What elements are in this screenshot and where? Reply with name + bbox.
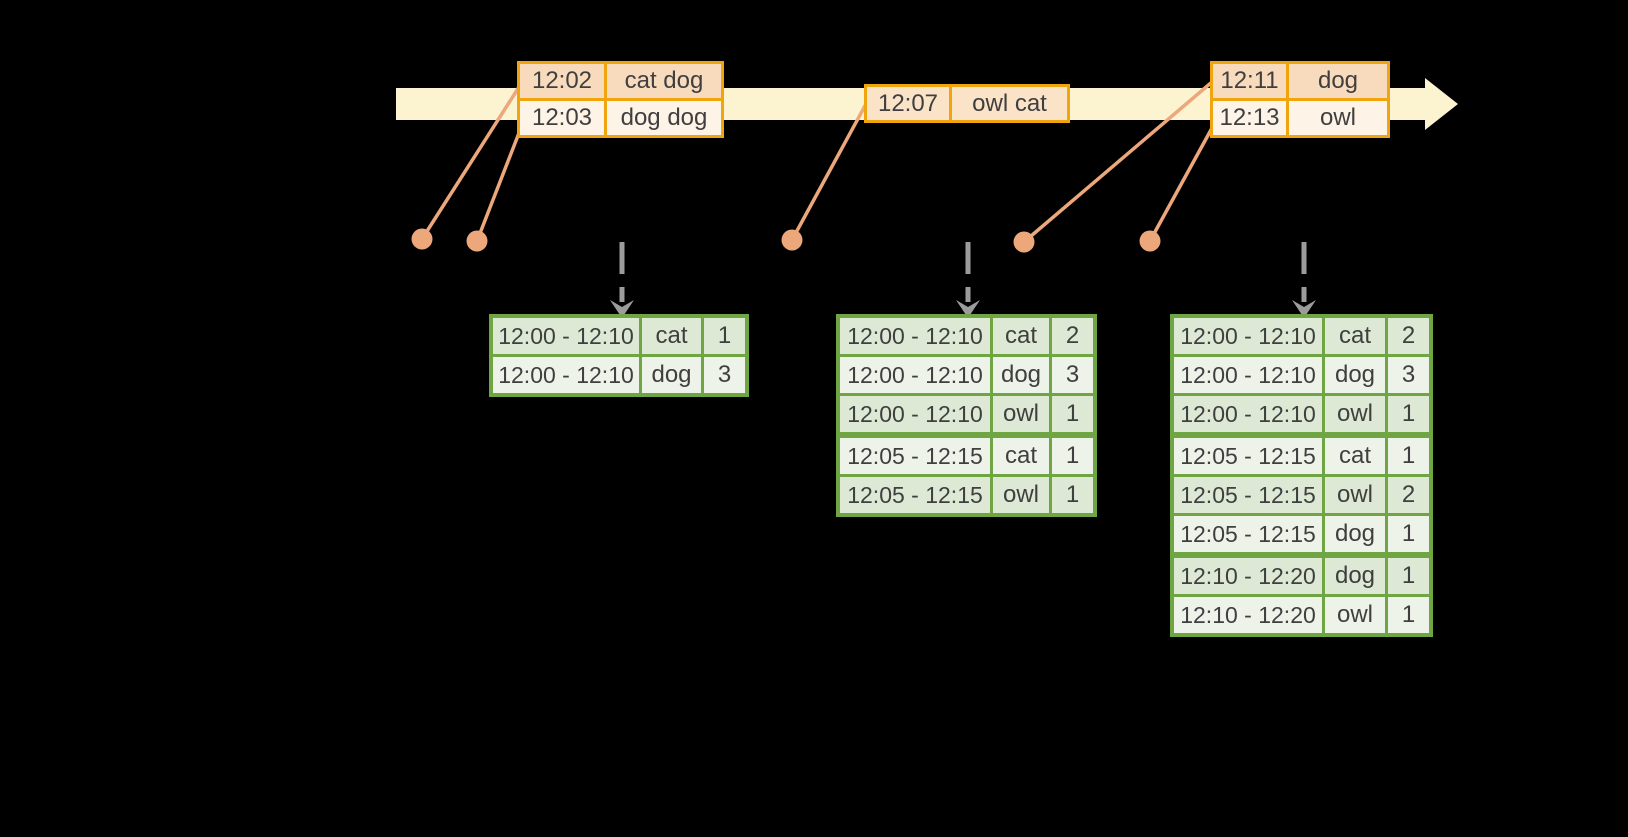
event-words-cell: cat dog bbox=[607, 64, 721, 98]
event-table-3: 12:11 dog 12:13 owl bbox=[1210, 61, 1390, 138]
count-cell: 3 bbox=[704, 357, 745, 393]
result-table-2: 12:00 - 12:10 cat 2 12:00 - 12:10 dog 3 … bbox=[836, 314, 1097, 517]
count-cell: 3 bbox=[1052, 357, 1093, 393]
result-row: 12:10 - 12:20 owl 1 bbox=[1174, 597, 1429, 633]
result-row: 12:05 - 12:15 owl 2 bbox=[1174, 477, 1429, 513]
trigger-arrow-chevron-icon bbox=[956, 300, 980, 318]
word-cell: cat bbox=[1325, 318, 1385, 354]
window-cell: 12:10 - 12:20 bbox=[1174, 558, 1322, 594]
count-cell: 1 bbox=[1052, 396, 1093, 432]
count-cell: 2 bbox=[1388, 477, 1429, 513]
count-cell: 1 bbox=[1052, 477, 1093, 513]
window-cell: 12:05 - 12:15 bbox=[1174, 477, 1322, 513]
event-row: 12:02 cat dog bbox=[520, 64, 721, 98]
word-cell: dog bbox=[642, 357, 701, 393]
event-row: 12:07 owl cat bbox=[867, 87, 1067, 120]
count-cell: 1 bbox=[704, 318, 745, 354]
count-cell: 1 bbox=[1388, 438, 1429, 474]
event-connector-line bbox=[475, 132, 521, 242]
event-words-cell: dog dog bbox=[607, 101, 721, 135]
event-time-cell: 12:13 bbox=[1213, 101, 1286, 135]
word-cell: dog bbox=[1325, 516, 1385, 552]
event-dot-icon bbox=[1139, 230, 1161, 252]
result-row: 12:00 - 12:10 owl 1 bbox=[840, 396, 1093, 432]
window-cell: 12:00 - 12:10 bbox=[840, 396, 990, 432]
event-connector-line bbox=[1022, 80, 1214, 244]
trigger-arrow-chevron-icon bbox=[1292, 300, 1316, 318]
event-dot-icon bbox=[466, 230, 488, 252]
event-table-1: 12:02 cat dog 12:03 dog dog bbox=[517, 61, 724, 138]
word-cell: cat bbox=[993, 318, 1049, 354]
timeline-arrowhead-icon bbox=[1425, 78, 1458, 130]
window-cell: 12:00 - 12:10 bbox=[493, 357, 639, 393]
event-connector-line bbox=[420, 86, 521, 240]
result-table-3: 12:00 - 12:10 cat 2 12:00 - 12:10 dog 3 … bbox=[1170, 314, 1433, 637]
event-connector-line bbox=[1148, 127, 1214, 242]
result-row: 12:05 - 12:15 cat 1 bbox=[840, 438, 1093, 474]
result-row: 12:05 - 12:15 dog 1 bbox=[1174, 516, 1429, 552]
event-dot-icon bbox=[781, 229, 803, 251]
event-dot-icon bbox=[1013, 231, 1035, 253]
event-words-cell: dog bbox=[1289, 64, 1387, 98]
count-cell: 1 bbox=[1388, 516, 1429, 552]
event-connector-line bbox=[790, 103, 868, 241]
count-cell: 1 bbox=[1388, 597, 1429, 633]
window-cell: 12:05 - 12:15 bbox=[1174, 516, 1322, 552]
word-cell: cat bbox=[1325, 438, 1385, 474]
count-cell: 1 bbox=[1388, 396, 1429, 432]
result-row: 12:05 - 12:15 cat 1 bbox=[1174, 438, 1429, 474]
result-row: 12:00 - 12:10 cat 2 bbox=[1174, 318, 1429, 354]
word-cell: owl bbox=[993, 396, 1049, 432]
count-cell: 2 bbox=[1052, 318, 1093, 354]
window-cell: 12:00 - 12:10 bbox=[493, 318, 639, 354]
result-row: 12:05 - 12:15 owl 1 bbox=[840, 477, 1093, 513]
count-cell: 1 bbox=[1388, 558, 1429, 594]
event-row: 12:03 dog dog bbox=[520, 101, 721, 135]
event-table-2: 12:07 owl cat bbox=[864, 84, 1070, 123]
window-cell: 12:00 - 12:10 bbox=[1174, 318, 1322, 354]
window-cell: 12:05 - 12:15 bbox=[840, 438, 990, 474]
count-cell: 1 bbox=[1052, 438, 1093, 474]
result-row: 12:00 - 12:10 cat 2 bbox=[840, 318, 1093, 354]
result-row: 12:00 - 12:10 dog 3 bbox=[840, 357, 1093, 393]
event-row: 12:11 dog bbox=[1213, 64, 1387, 98]
result-row: 12:00 - 12:10 dog 3 bbox=[1174, 357, 1429, 393]
trigger-arrow-chevron-icon bbox=[610, 300, 634, 318]
word-cell: cat bbox=[993, 438, 1049, 474]
event-row: 12:13 owl bbox=[1213, 101, 1387, 135]
result-row: 12:00 - 12:10 owl 1 bbox=[1174, 396, 1429, 432]
window-cell: 12:00 - 12:10 bbox=[1174, 396, 1322, 432]
event-words-cell: owl bbox=[1289, 101, 1387, 135]
word-cell: dog bbox=[993, 357, 1049, 393]
count-cell: 2 bbox=[1388, 318, 1429, 354]
word-cell: owl bbox=[1325, 396, 1385, 432]
event-dot-icon bbox=[411, 228, 433, 250]
window-cell: 12:05 - 12:15 bbox=[1174, 438, 1322, 474]
window-cell: 12:00 - 12:10 bbox=[840, 318, 990, 354]
result-row: 12:00 - 12:10 dog 3 bbox=[493, 357, 745, 393]
event-time-cell: 12:11 bbox=[1213, 64, 1286, 98]
word-cell: owl bbox=[993, 477, 1049, 513]
word-cell: dog bbox=[1325, 558, 1385, 594]
window-cell: 12:00 - 12:10 bbox=[1174, 357, 1322, 393]
window-cell: 12:00 - 12:10 bbox=[840, 357, 990, 393]
word-cell: dog bbox=[1325, 357, 1385, 393]
event-time-cell: 12:02 bbox=[520, 64, 604, 98]
event-time-cell: 12:03 bbox=[520, 101, 604, 135]
event-time-cell: 12:07 bbox=[867, 87, 949, 120]
event-words-cell: owl cat bbox=[952, 87, 1067, 120]
window-cell: 12:05 - 12:15 bbox=[840, 477, 990, 513]
result-row: 12:10 - 12:20 dog 1 bbox=[1174, 558, 1429, 594]
word-cell: owl bbox=[1325, 597, 1385, 633]
window-cell: 12:10 - 12:20 bbox=[1174, 597, 1322, 633]
result-table-1: 12:00 - 12:10 cat 1 12:00 - 12:10 dog 3 bbox=[489, 314, 749, 397]
result-row: 12:00 - 12:10 cat 1 bbox=[493, 318, 745, 354]
word-cell: owl bbox=[1325, 477, 1385, 513]
count-cell: 3 bbox=[1388, 357, 1429, 393]
word-cell: cat bbox=[642, 318, 701, 354]
